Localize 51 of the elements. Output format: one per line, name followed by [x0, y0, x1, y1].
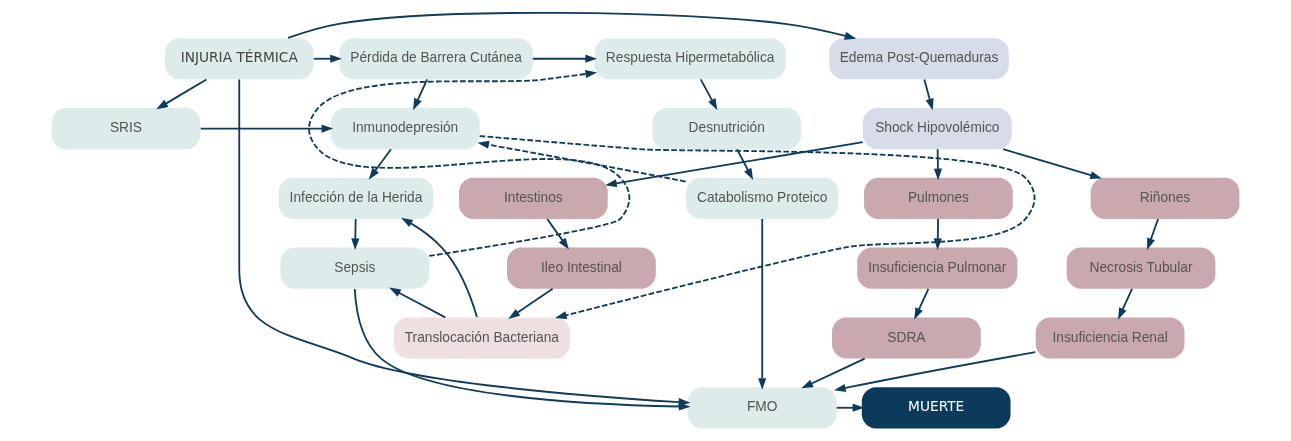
arrow — [312, 54, 342, 63]
arrow — [605, 141, 864, 188]
arrow — [546, 218, 569, 250]
arrow — [758, 218, 767, 390]
arrow — [413, 78, 429, 111]
arrow — [833, 351, 1037, 392]
node-box: SRIS — [51, 107, 201, 150]
arrow — [933, 148, 943, 181]
node-box: Pulmones — [864, 177, 1013, 219]
arrow — [933, 218, 942, 251]
arrow — [1147, 218, 1159, 250]
node-box: Translocación Bacteriana — [393, 317, 570, 359]
node-box: Insuficiencia Renal — [1035, 317, 1185, 359]
node-box: Edema Post-Quemaduras — [829, 38, 1009, 80]
node-box: Shock Hipovolémico — [862, 107, 1012, 150]
node-box: Riñones — [1090, 177, 1240, 219]
arrow — [508, 287, 554, 319]
arrow — [156, 78, 208, 110]
arrow — [531, 54, 598, 63]
node-box: Insuficiencia Pulmonar — [857, 247, 1018, 289]
arrow — [199, 124, 334, 133]
arrow — [389, 287, 447, 319]
arrow — [308, 69, 631, 257]
arrow — [351, 218, 360, 251]
arrow — [923, 78, 934, 111]
node-box: Desnutrición — [652, 107, 802, 150]
arrow — [801, 357, 866, 389]
arrow — [287, 11, 857, 40]
arrow — [699, 78, 718, 111]
node-box: Catabolismo Proteico — [686, 177, 839, 219]
arrow — [736, 148, 754, 180]
arrow — [368, 148, 392, 180]
node-box: Sepsis — [280, 247, 430, 289]
arrow — [835, 403, 865, 412]
arrow — [1002, 148, 1102, 180]
node-box: Infección de la Herida — [278, 177, 434, 219]
node-box: Respuesta Hipermetabólica — [594, 38, 786, 80]
arrow — [478, 135, 1036, 320]
node-box: Inmunodepresión — [330, 107, 480, 150]
arrow — [1118, 287, 1133, 320]
node-box: FMO — [687, 387, 837, 429]
arrow — [914, 287, 930, 320]
node-box: INJURIA TÉRMICA — [164, 38, 314, 80]
node-box: Pérdida de Barrera Cutánea — [339, 38, 533, 80]
arrow — [401, 217, 478, 318]
node-box: Ileo Intestinal — [507, 247, 656, 289]
node-box: Necrosis Tubular — [1066, 247, 1216, 289]
node-box: Intestinos — [458, 177, 608, 219]
arrow — [477, 140, 687, 183]
node-box: MUERTE — [861, 387, 1011, 429]
node-box: SDRA — [832, 317, 981, 359]
